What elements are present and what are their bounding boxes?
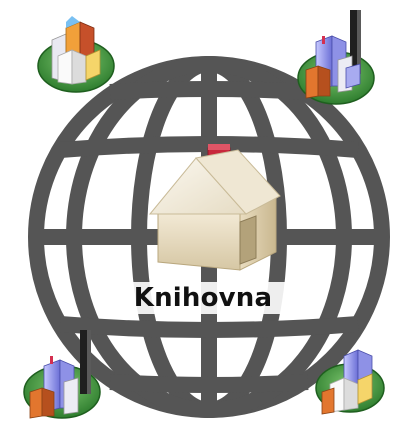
house-icon xyxy=(150,144,280,270)
city-top-left xyxy=(38,16,114,92)
city-top-right xyxy=(298,10,374,104)
city-bottom-left xyxy=(24,330,100,418)
library-label: Knihovna xyxy=(110,282,296,314)
